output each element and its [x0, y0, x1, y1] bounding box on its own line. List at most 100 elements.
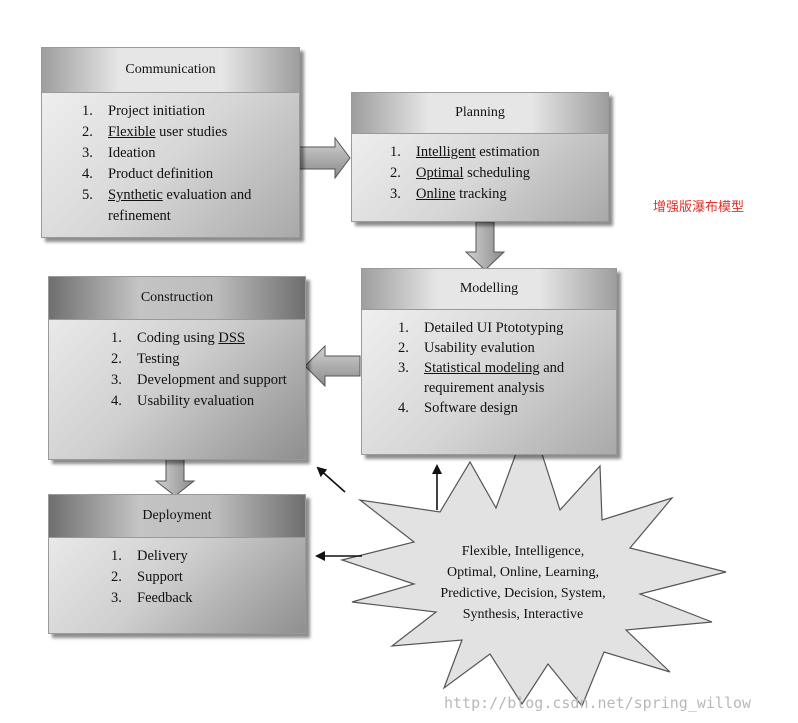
planning-item: 1.Intelligent estimation: [390, 142, 600, 163]
modelling-box: Modelling 1. Detailed UI Ptototyping 2. Usa…: [361, 268, 617, 455]
item-number: 1.: [82, 103, 93, 119]
item-number: 3.: [82, 145, 93, 161]
communication-item: 5. Synthetic evaluation and refinement: [82, 185, 291, 227]
item-text: Delivery: [137, 546, 297, 567]
construction-item: 3. Development and support: [111, 370, 297, 391]
starburst-label: Flexible, Intelligence, Optimal, Online,…: [418, 541, 628, 625]
item-text-pre: Development and support: [137, 372, 287, 388]
item-text-post: tracking: [455, 186, 507, 202]
item-text-underlined: Optimal: [416, 165, 464, 181]
concept-starburst: [339, 447, 727, 708]
planning-item: 2. Optimal scheduling: [390, 163, 600, 184]
item-text-pre: Product definition: [108, 166, 214, 182]
model-name-note: 增强版瀑布模型: [653, 200, 745, 215]
arrow-construction-to-deployment: [154, 458, 196, 497]
item-number: 2.: [390, 165, 401, 181]
item-text-pre: Usability evaluation: [137, 393, 255, 409]
item-number: 3.: [398, 360, 409, 376]
construction-item: 1. Coding using DSS: [111, 328, 297, 349]
starburst-line: Predictive, Decision, System,: [440, 586, 606, 601]
modelling-item: 3. Statistical modeling and requirement a…: [398, 358, 608, 398]
planning-item: 3. Online tracking: [390, 184, 600, 205]
modelling-item: 1. Detailed UI Ptototyping: [398, 318, 608, 338]
starburst-line: Optimal, Online, Learning,: [446, 565, 600, 580]
modelling-title: Modelling: [362, 269, 616, 310]
item-number: 1.: [111, 548, 122, 564]
item-text-underlined: Intelligent: [416, 144, 476, 160]
item-text: Project initiation: [108, 101, 291, 122]
arrow-modelling-to-construction: [304, 344, 361, 388]
deployment-list: 1. Delivery 2. Support 3. Feedback: [111, 546, 297, 609]
item-text-pre: Feedback: [137, 590, 193, 606]
item-text: Flexible user studies: [108, 122, 291, 143]
modelling-item: 4. Software design: [398, 398, 608, 418]
item-text-underlined: Flexible: [108, 124, 156, 140]
item-text: Coding using DSS: [137, 328, 297, 349]
item-text-pre: Delivery: [137, 548, 188, 564]
communication-item: 1. Project initiation: [82, 101, 291, 122]
item-text: Statistical modeling and requirement ana…: [424, 358, 608, 398]
item-number: 3.: [390, 186, 401, 202]
starburst-line: Synthesis, Interactive: [462, 607, 584, 622]
item-text-post: scheduling: [463, 165, 530, 181]
arrow-planning-to-modelling: [464, 221, 506, 271]
item-number: 4.: [111, 393, 122, 409]
item-text: Optimal scheduling: [416, 163, 600, 184]
item-text-pre: Testing: [137, 351, 180, 367]
deployment-item: 1. Delivery: [111, 546, 297, 567]
watermark-url: http://blog.csdn.net/spring_willow: [444, 694, 752, 712]
item-number: 5.: [82, 187, 93, 203]
communication-list: 1. Project initiation 2. Flexible user stud…: [82, 101, 291, 227]
item-text-post: user studies: [155, 124, 228, 140]
item-text: Usability evaluation: [137, 391, 297, 412]
star-arrow-to-construction: [316, 466, 346, 493]
item-number: 4.: [82, 166, 93, 182]
communication-title: Communication: [42, 48, 299, 93]
modelling-list: 1. Detailed UI Ptototyping 2. Usability eva…: [398, 318, 608, 418]
item-number: 2.: [111, 569, 122, 585]
item-number: 2.: [398, 340, 409, 356]
item-text-underlined: Synthetic: [108, 187, 163, 203]
item-text: Detailed UI Ptototyping: [424, 318, 608, 338]
item-text-post: evaluation and refinement: [108, 187, 252, 224]
item-text-pre: Usability evalution: [424, 340, 535, 356]
item-text: Usability evalution: [424, 338, 608, 358]
item-number: 4.: [398, 400, 409, 416]
item-text: Synthetic evaluation and refinement: [108, 185, 291, 227]
construction-item: 4. Usability evaluation: [111, 391, 297, 412]
item-number: 1.: [111, 330, 122, 346]
item-text: Software design: [424, 398, 608, 418]
deployment-title: Deployment: [49, 495, 305, 538]
construction-item: 2.Testing: [111, 349, 297, 370]
item-text-pre: Project initiation: [108, 103, 206, 119]
item-text-pre: Software design: [424, 400, 518, 416]
communication-item: 2. Flexible user studies: [82, 122, 291, 143]
item-text: Testing: [137, 349, 297, 370]
communication-item: 4. Product definition: [82, 164, 291, 185]
item-text: Development and support: [137, 370, 297, 391]
item-number: 3.: [111, 590, 122, 606]
item-text-underlined: Statistical modeling: [424, 360, 540, 376]
item-text-pre: Detailed UI Ptototyping: [424, 320, 564, 336]
communication-box: Communication 1. Project initiation 2. Flex…: [41, 47, 300, 238]
arrow-communication-to-planning: [297, 136, 351, 180]
item-text-post: and requirement analysis: [424, 360, 565, 396]
item-text-post: estimation: [475, 144, 540, 160]
item-text-underlined: Online: [416, 186, 456, 202]
item-number: 2.: [82, 124, 93, 140]
item-number: 3.: [111, 372, 122, 388]
item-text-pre: Support: [137, 569, 183, 585]
planning-list: 1.Intelligent estimation 2. Optimal schedu…: [390, 142, 600, 205]
item-text-underlined: DSS: [218, 330, 245, 346]
item-text: Product definition: [108, 164, 291, 185]
modelling-item: 2. Usability evalution: [398, 338, 608, 358]
item-number: 1.: [398, 320, 409, 336]
starburst-line: Flexible, Intelligence,: [461, 544, 585, 559]
deployment-box: Deployment 1. Delivery 2. Support 3. Feedback: [48, 494, 306, 634]
item-text-pre: Ideation: [108, 145, 156, 161]
item-text: Ideation: [108, 143, 291, 164]
